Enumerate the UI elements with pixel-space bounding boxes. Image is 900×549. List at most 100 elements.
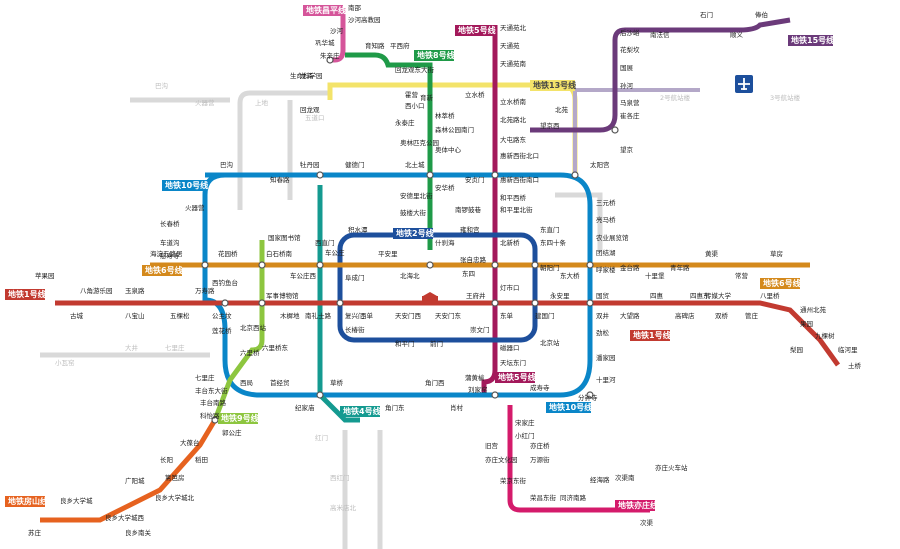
station-shahe-gaojiao: 沙河高教园 [348,15,381,24]
badge-yizhuang: 地铁亦庄线 [615,500,658,511]
station-guloudajie: 鼓楼大街 [400,208,427,217]
badge-line2: 地铁2号线 [393,228,434,239]
station-puhuangyu: 蒲黄榆 [465,373,485,382]
station-tuanjiehu: 团结湖 [596,248,616,257]
station-huoying: 霍营 [405,90,419,99]
station-nanfaxin: 南法信 [650,30,670,39]
station-fengbo: 俸伯 [755,10,768,19]
station-lishuiqiao: 立水桥 [465,90,485,99]
station-sanyuanqiao: 三元桥 [596,198,616,207]
station-hepingmen: 和平门 [395,339,415,348]
station-anzhenmen: 安贞门 [465,175,485,184]
line-2 [337,232,538,343]
station-shilipu: 十里堡 [645,271,665,280]
station-wanshoulu: 万寿路 [195,286,215,295]
fangshan-line [40,418,218,523]
yizhuang-line [507,405,650,513]
station-labels: 南邵 沙河高教园 沙河 巩华城 朱辛庄 生命科学园 育知路 平西府 回龙观东大街… [28,3,862,537]
station-jijiamiao: 纪家庙 [295,403,315,412]
station-yuquanlu: 玉泉路 [125,286,145,295]
station-tiananmen-east: 天安门东 [435,311,462,320]
station-life-science-park: 生命科学园 [290,71,323,80]
svg-text:地铁2号线: 地铁2号线 [396,228,434,238]
badge-line5-south: 地铁5号线 [495,372,536,383]
station-wangfujing: 王府井 [466,291,486,300]
station-liujiayao: 刘家窑 [468,385,488,394]
station-yizhuangqiao: 亦庄桥 [530,441,550,450]
station-tongjinanlu: 同济南路 [560,493,587,502]
svg-text:七里庄: 七里庄 [165,343,185,352]
svg-text:小瓦窑: 小瓦窑 [55,358,75,367]
station-jianguomen: 建国门 [535,311,555,320]
station-nanshao: 南邵 [348,3,362,12]
station-huilongguan-dongdajie: 回龙观东大街 [395,65,435,74]
station-daotian: 稻田 [195,455,208,464]
station-sunhe: 孙河 [620,81,634,90]
station-chaoyangmen: 朝阳门 [540,263,560,272]
line-15 [530,17,791,133]
svg-text:地铁10号线: 地铁10号线 [549,402,592,412]
station-longze: 龙泽 [300,71,314,80]
station-jiugong: 旧宫 [485,441,498,450]
station-muxidi: 木樨地 [280,311,300,320]
station-zhichunlu: 知春路 [270,175,290,184]
station-nanluoguxiang: 南锣鼓巷 [455,205,482,214]
station-songjiazhuang: 宋家庄 [515,418,535,427]
station-liangmaqiao: 亮马桥 [596,215,616,224]
station-yongtaizhuang: 永泰庄 [395,118,415,127]
station-guozhan: 国展 [620,64,634,72]
badge-line1-east: 地铁1号线 [630,330,671,341]
station-changyang: 长阳 [160,455,173,464]
station-wukesong: 五棵松 [170,311,190,320]
station-huixinxijie-nankou: 惠新西街南口 [500,175,539,184]
station-houshayu: 后沙峪 [620,28,640,37]
station-ping-an-li: 平安里 [378,249,398,258]
station-liangxiang-west: 良乡大学城西 [105,513,145,522]
svg-text:五道口: 五道口 [305,113,325,122]
station-chengshousi: 成寿寺 [530,383,550,392]
badge-line6-west: 地铁6号线 [142,265,183,276]
badge-line10-south: 地铁10号线 [546,402,592,413]
station-fenzhongsi: 分钟寺 [578,393,598,402]
station-jiandemen: 健德门 [345,160,365,169]
station-junshibowuguan: 军事博物馆 [266,291,299,300]
station-liangxiang-university: 良乡大学城北 [155,493,195,502]
station-shunyi: 顺义 [730,31,744,39]
station-caofang: 草房 [770,249,783,258]
station-anhuaqiao: 安华桥 [435,183,455,192]
station-wangjing-west: 望京西 [540,121,560,130]
station-jinghailu: 经海路 [590,475,610,484]
station-chegongzhuang-west: 车公庄西 [290,271,317,280]
station-lincuiqiao: 林萃桥 [435,111,455,120]
badge-changping: 地铁昌平线 [303,5,346,16]
badge-line15: 地铁15号线 [788,35,834,46]
svg-text:红门: 红门 [315,433,328,442]
station-changchunjie: 长椿街 [345,325,365,334]
svg-text:高米店北: 高米店北 [330,503,357,512]
station-dengshikou: 灯市口 [500,283,520,292]
station-xiju: 西局 [240,379,253,387]
station-beixinqiao: 北新桥 [500,238,520,247]
station-yonghegong: 雍和宫 [460,225,480,234]
station-wanyuanjie: 万源街 [530,455,550,464]
station-huangqu: 黄渠 [705,249,719,258]
svg-text:大井: 大井 [125,343,139,352]
station-tongzhou-beiyuan: 通州北苑 [800,305,827,314]
station-taiyanggong: 太阳宫 [590,160,610,169]
station-wangjing: 望京 [620,145,634,154]
svg-text:地铁15号线: 地铁15号线 [791,35,834,45]
station-guogongzhuang: 郭公庄 [222,428,242,437]
svg-text:上地: 上地 [255,98,269,107]
svg-text:地铁13号线: 地铁13号线 [533,80,576,90]
badge-line5-north: 地铁5号线 [455,25,496,36]
station-shimen: 石门 [700,10,713,19]
station-olympic-green: 奥林匹克公园 [400,138,439,147]
station-huilongguan: 回龙观 [300,105,320,114]
station-andelibeijie: 安德里北街 [400,191,433,200]
station-lishuiqiao-south: 立水桥南 [500,97,527,106]
station-baishiqiao-south: 白石桥南 [266,249,293,258]
svg-text:地铁5号线: 地铁5号线 [498,372,536,382]
station-sihui-east: 四惠东 [690,291,710,300]
station-yizhuang-wenhua: 亦庄文化园 [485,455,518,464]
